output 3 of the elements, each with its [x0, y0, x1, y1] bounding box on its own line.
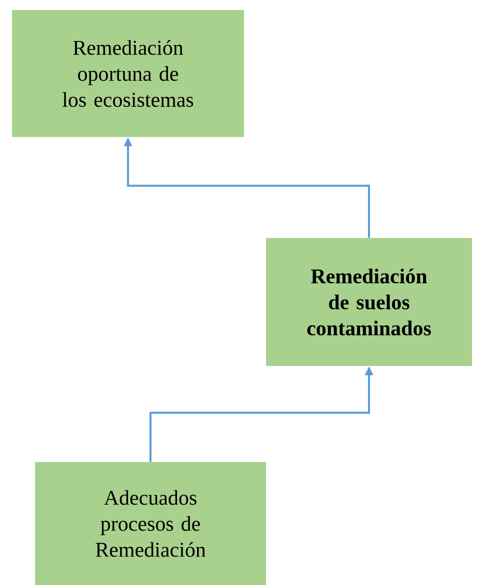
process-box: Adecuados procesos de Remediación	[35, 462, 266, 585]
process-box: Remediación oportuna de los ecosistemas	[12, 10, 244, 137]
process-box: Remediación de suelos contaminados	[266, 238, 472, 366]
